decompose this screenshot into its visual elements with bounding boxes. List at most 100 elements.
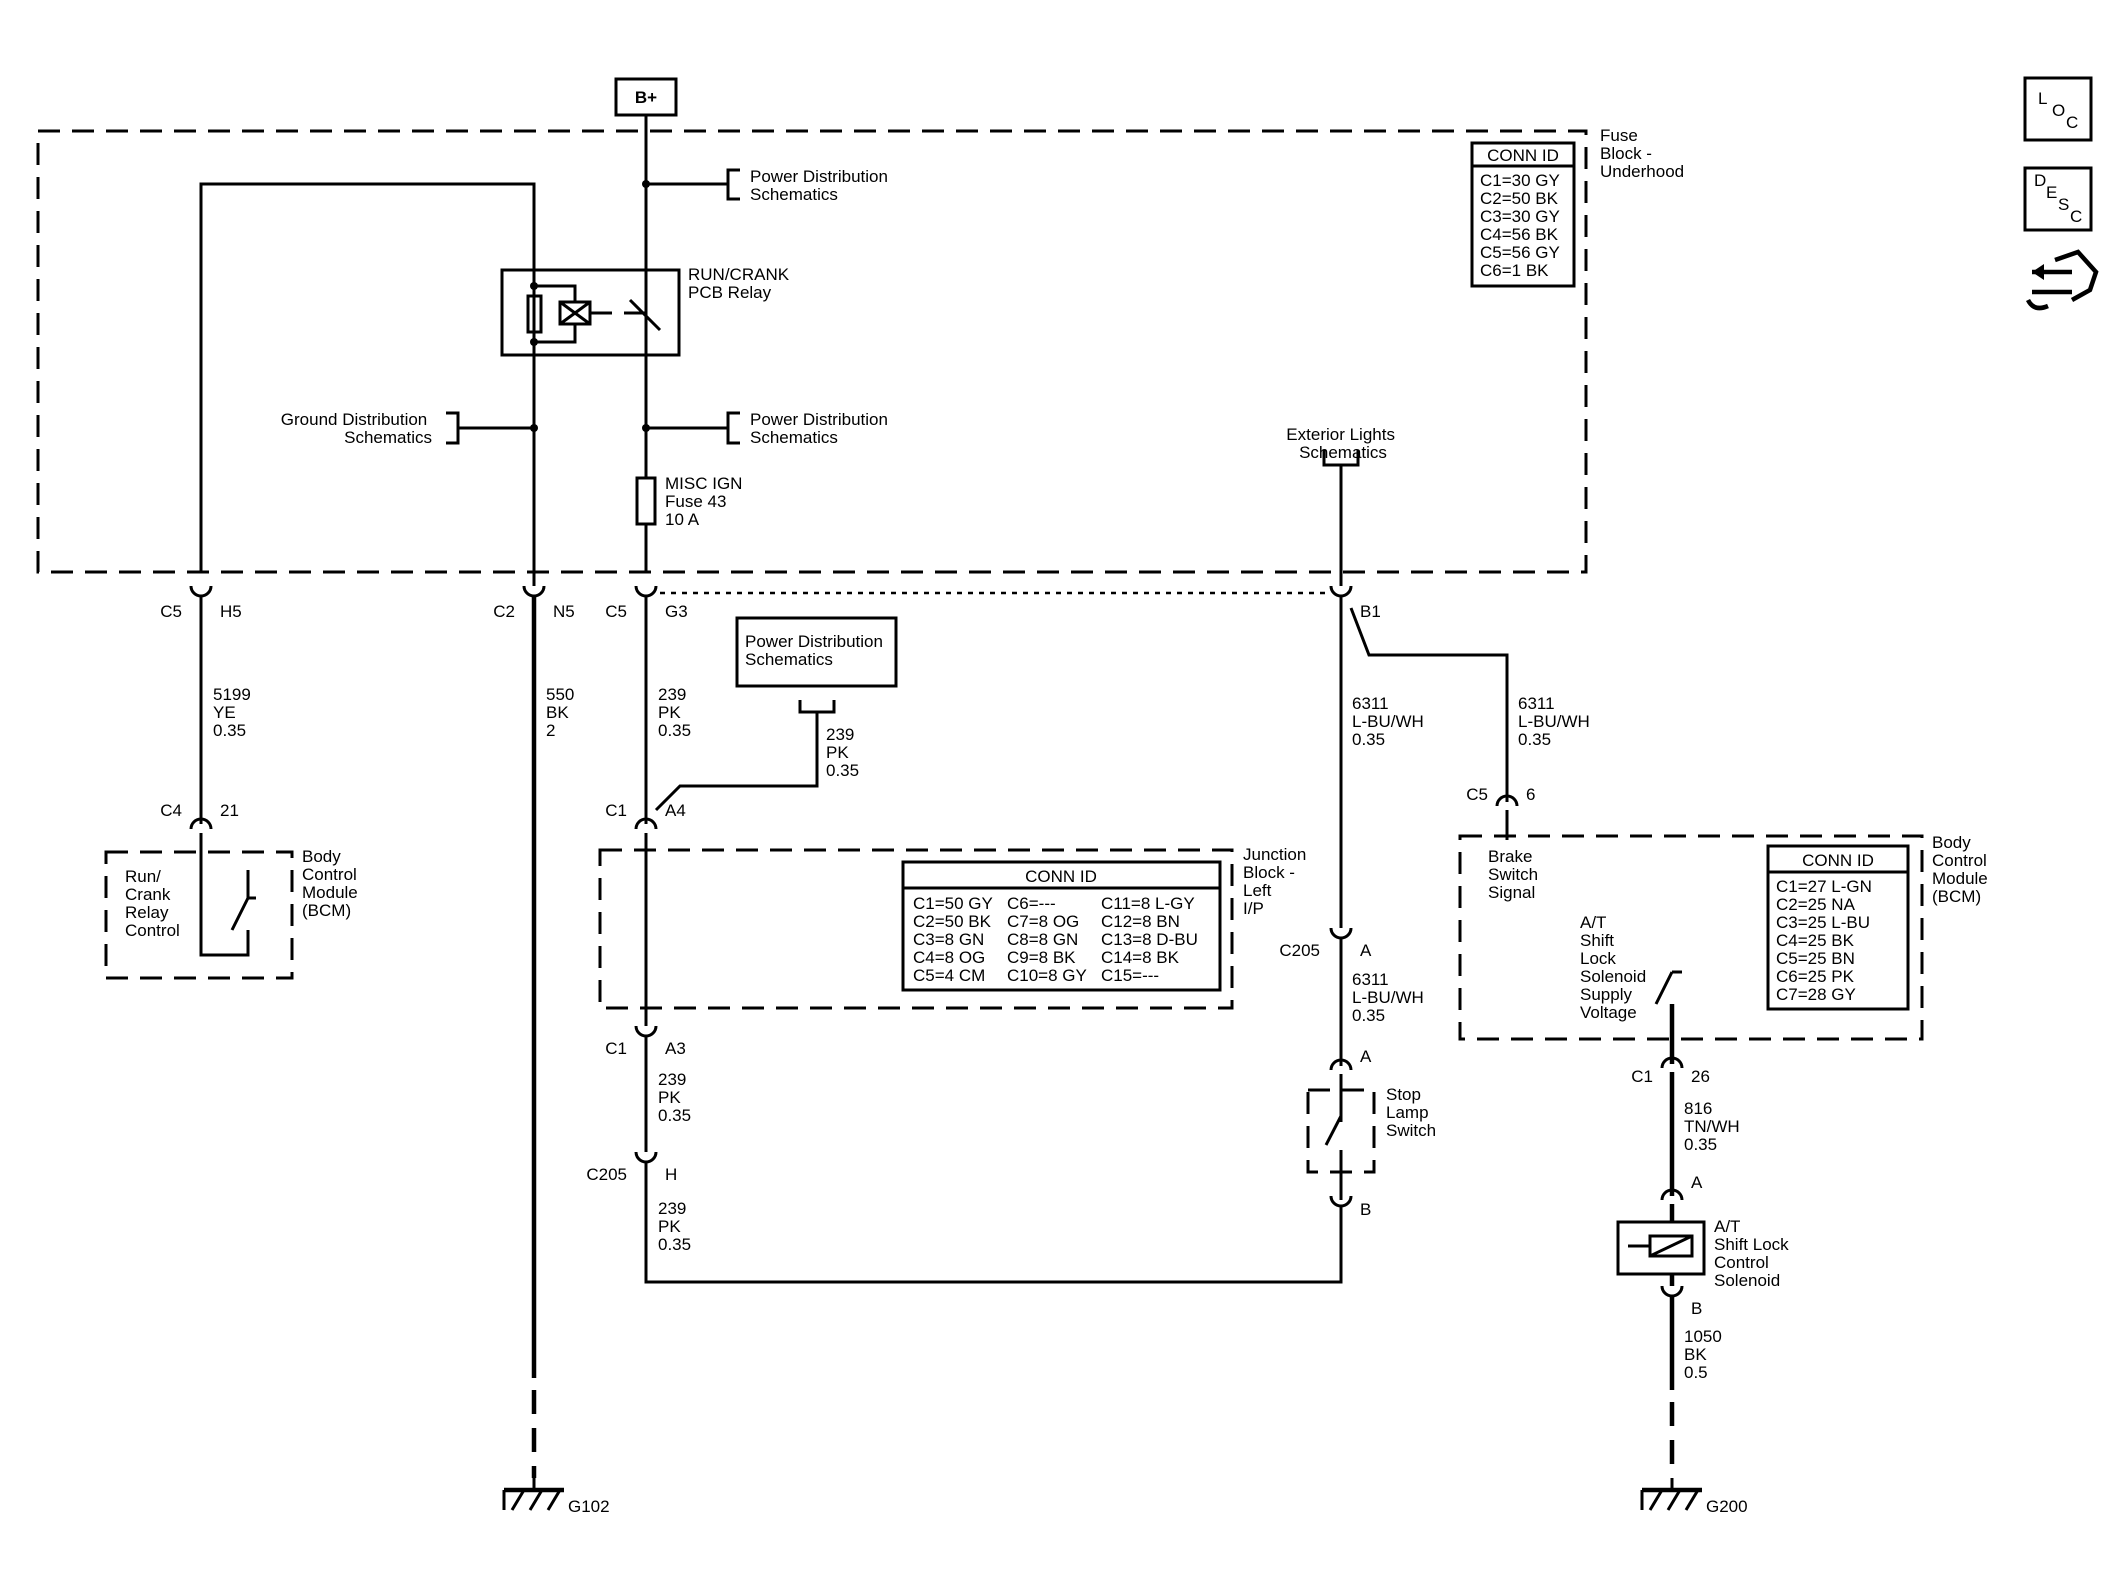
connector-c205-a xyxy=(1329,927,1353,940)
svg-text:C5: C5 xyxy=(160,602,182,621)
bcm-right-outline xyxy=(1458,834,1924,1041)
connector-solenoid-a xyxy=(1660,1188,1684,1201)
wire-816-label: 816 TN/WH 0.35 xyxy=(1684,1099,1744,1154)
svg-text:C1=27 L-GN: C1=27 L-GN xyxy=(1776,877,1872,896)
svg-text:G3: G3 xyxy=(665,602,688,621)
power-distribution-box-label: Power Distribution Schematics xyxy=(745,632,888,669)
junction-block-outline xyxy=(598,848,1234,1010)
svg-text:C6=25 PK: C6=25 PK xyxy=(1776,967,1855,986)
svg-text:A: A xyxy=(1360,941,1372,960)
bcm-left-switch xyxy=(230,897,250,931)
fuse-block-title: Fuse Block - Underhood xyxy=(1600,126,1684,181)
svg-text:A: A xyxy=(1360,1047,1372,1066)
shift-lock-solenoid-label: A/T Shift Lock Control Solenoid xyxy=(1714,1217,1793,1290)
wire-1050-label: 1050 BK 0.5 xyxy=(1684,1327,1727,1382)
wire-239-label-1: 239 PK 0.35 xyxy=(658,685,691,740)
relay-coil-wire xyxy=(199,182,536,586)
svg-text:C11=8 L-GY: C11=8 L-GY xyxy=(1101,894,1195,913)
svg-text:N5: N5 xyxy=(553,602,575,621)
svg-text:C4=8 OG: C4=8 OG xyxy=(913,948,985,967)
svg-text:C7=8 OG: C7=8 OG xyxy=(1007,912,1079,931)
connector-stop-switch-a xyxy=(1329,1058,1353,1071)
svg-text:C7=28 GY: C7=28 GY xyxy=(1776,985,1856,1004)
ground-g102-label: G102 xyxy=(568,1497,610,1516)
svg-text:C1: C1 xyxy=(605,801,627,820)
desc-button[interactable]: D E S C xyxy=(2023,166,2093,232)
svg-text:B1: B1 xyxy=(1360,602,1381,621)
wire-239-label-2: 239 PK 0.35 xyxy=(658,1070,691,1125)
loc-button[interactable]: L O C xyxy=(2023,76,2093,142)
svg-text:A4: A4 xyxy=(665,801,686,820)
svg-text:C10=8 GY: C10=8 GY xyxy=(1007,966,1087,985)
svg-text:CONN ID: CONN ID xyxy=(1802,851,1874,870)
svg-text:E: E xyxy=(2046,183,2057,202)
svg-text:C5=4 CM: C5=4 CM xyxy=(913,966,985,985)
navigation-icon[interactable] xyxy=(2025,249,2099,311)
stop-lamp-switch xyxy=(1324,1115,1343,1146)
wire-6311-label-2: 6311 L-BU/WH 0.35 xyxy=(1518,694,1595,749)
svg-text:C12=8 BN: C12=8 BN xyxy=(1101,912,1180,931)
svg-text:B: B xyxy=(1691,1299,1702,1318)
svg-text:C4: C4 xyxy=(160,801,182,820)
svg-text:C14=8 BK: C14=8 BK xyxy=(1101,948,1180,967)
svg-text:CONN ID: CONN ID xyxy=(1025,867,1097,886)
svg-text:C4=25 BK: C4=25 BK xyxy=(1776,931,1855,950)
svg-text:C2=50 BK: C2=50 BK xyxy=(1480,189,1559,208)
connector-c4-21 xyxy=(189,817,213,830)
relay-label: RUN/CRANK PCB Relay xyxy=(688,265,794,302)
connector-c1-a3 xyxy=(634,1025,658,1038)
shift-lock-solenoid xyxy=(1616,1220,1706,1276)
svg-text:C5=25 BN: C5=25 BN xyxy=(1776,949,1855,968)
connector-c1-26 xyxy=(1660,1056,1684,1069)
wire-550-label: 550 BK 2 xyxy=(546,685,579,740)
svg-text:L: L xyxy=(2038,89,2047,108)
b-plus-label: B+ xyxy=(635,88,657,107)
svg-text:C5: C5 xyxy=(605,602,627,621)
connector-c2-n5 xyxy=(522,585,546,598)
bcm-left-title: Body Control Module (BCM) xyxy=(302,847,363,920)
svg-text:C2=50 BK: C2=50 BK xyxy=(913,912,992,931)
svg-text:C8=8 GN: C8=8 GN xyxy=(1007,930,1078,949)
svg-text:C9=8 BK: C9=8 BK xyxy=(1007,948,1076,967)
svg-text:A: A xyxy=(1691,1173,1703,1192)
svg-text:H5: H5 xyxy=(220,602,242,621)
bcm-left-switch-loop xyxy=(199,858,250,957)
svg-text:A3: A3 xyxy=(665,1039,686,1058)
exterior-lights-ref: Exterior Lights Schematics xyxy=(1286,425,1399,462)
svg-text:C: C xyxy=(2066,113,2078,132)
wire-239-label-branch: 239 PK 0.35 xyxy=(826,725,859,780)
svg-text:C3=25 L-BU: C3=25 L-BU xyxy=(1776,913,1870,932)
svg-text:C3=30 GY: C3=30 GY xyxy=(1480,207,1560,226)
power-distribution-box xyxy=(735,616,898,688)
svg-text:C13=8 D-BU: C13=8 D-BU xyxy=(1101,930,1198,949)
svg-text:C: C xyxy=(2070,207,2082,226)
bcm-right-switch xyxy=(1654,971,1674,1005)
svg-text:C5: C5 xyxy=(1466,785,1488,804)
run-crank-relay-control-label: Run/ Crank Relay Control xyxy=(125,867,180,940)
fuse-label: MISC IGN Fuse 43 10 A xyxy=(665,474,747,529)
svg-text:C6=1 BK: C6=1 BK xyxy=(1480,261,1549,280)
power-distribution-ref-top: Power Distribution Schematics xyxy=(750,167,893,204)
connector-c1-a4 xyxy=(634,817,658,830)
ground-g200-label: G200 xyxy=(1706,1497,1748,1516)
svg-text:26: 26 xyxy=(1691,1067,1710,1086)
relay-switch xyxy=(628,298,662,332)
fuse-block-conn-id-table: CONN ID C1=30 GY C2=50 BK C3=30 GY C4=56… xyxy=(1470,141,1576,288)
fuse-block-outline xyxy=(36,129,1588,574)
brake-switch-signal-label: Brake Switch Signal xyxy=(1488,847,1543,902)
bcm-right-conn-id-table: CONN ID C1=27 L-GN C2=25 NA C3=25 L-BU C… xyxy=(1766,844,1910,1011)
connector-b1 xyxy=(1329,585,1353,598)
svg-text:C5=56 GY: C5=56 GY xyxy=(1480,243,1560,262)
svg-text:6: 6 xyxy=(1526,785,1535,804)
svg-text:C3=8 GN: C3=8 GN xyxy=(913,930,984,949)
wire-6311-label-3: 6311 L-BU/WH 0.35 xyxy=(1352,970,1429,1025)
svg-text:C2: C2 xyxy=(493,602,515,621)
connector-c5-g3 xyxy=(634,585,658,598)
bcm-left-outline xyxy=(104,850,294,980)
svg-text:H: H xyxy=(665,1165,677,1184)
wire-5199-label: 5199 YE 0.35 xyxy=(213,685,256,740)
ground-g200-symbol xyxy=(1640,1478,1702,1511)
shift-lock-supply-label: A/T Shift Lock Solenoid Supply Voltage xyxy=(1580,913,1651,1022)
connector-c5-h5 xyxy=(189,585,213,598)
